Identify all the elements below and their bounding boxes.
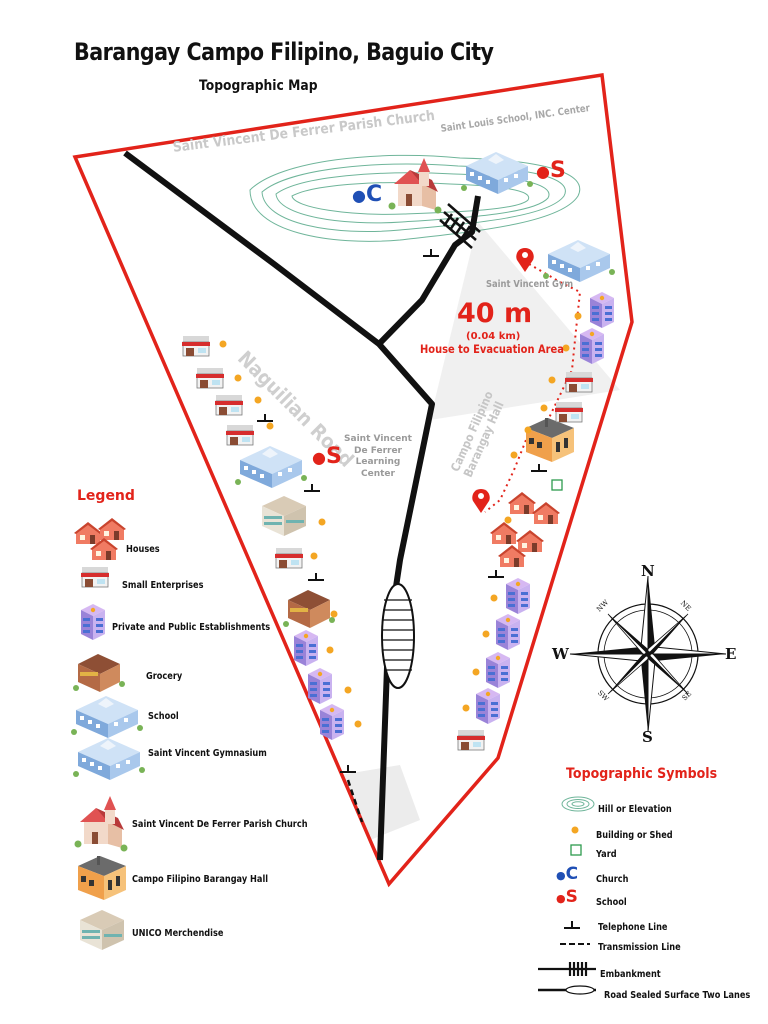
distance-km: (0.04 km) (466, 331, 521, 342)
distance-value: 40 m (457, 298, 533, 329)
road-sealed-surface (381, 583, 415, 689)
topo-item-telephone-line: Telephone Line (598, 922, 668, 933)
small-enterprise-icon (554, 401, 584, 423)
compass-west: W (552, 645, 569, 663)
topo-item-yard: Yard (596, 849, 617, 860)
topo-item-school: School (596, 897, 627, 908)
legend-title: Legend (77, 488, 135, 504)
small-enterprise-icon (181, 335, 211, 357)
topo-item-hill: Hill or Elevation (598, 804, 672, 815)
small-enterprise-icon (195, 367, 225, 389)
gym-location-pin-icon (516, 248, 534, 272)
small-enterprise-icon (456, 729, 486, 751)
topo-item-road-sealed: Road Sealed Surface Two Lanes (604, 990, 751, 1001)
learning-center-label: Saint Vincent De Ferrer Learning Center (344, 434, 412, 479)
establishment-building-icon (590, 292, 614, 328)
legend-item-small-enterprises: Small Enterprises (122, 580, 204, 591)
telephone-line-icon (256, 413, 274, 422)
legend-item-merchandise: UNICO Merchendise (132, 928, 224, 939)
telephone-line-icon (530, 463, 548, 472)
map-title: Barangay Campo Filipino, Baguio City (74, 38, 494, 66)
learning-center-building-icon (235, 446, 307, 488)
small-enterprise-icon (274, 547, 304, 569)
map-subtitle: Topographic Map (199, 78, 318, 94)
establishment-building-icon (476, 688, 500, 724)
house-icon (532, 502, 560, 524)
church-map-symbol: ●C (352, 182, 383, 207)
establishment-building-icon (506, 578, 530, 614)
topo-item-building: Building or Shed (596, 830, 673, 841)
topo-school-symbol: ●S (556, 887, 578, 907)
establishment-building-icon (580, 328, 604, 364)
topo-item-transmission-line: Transmission Line (598, 942, 681, 953)
telephone-line-icon (487, 569, 505, 578)
gym-building-icon (543, 240, 615, 282)
house-icon (516, 530, 544, 552)
telephone-line-icon (307, 572, 325, 581)
establishment-building-icon (294, 630, 318, 666)
compass-east: E (725, 645, 737, 663)
establishment-building-icon (308, 668, 332, 704)
barangay-boundary (72, 72, 634, 888)
yard-square-icon (551, 479, 563, 491)
legend-item-school: School (148, 711, 179, 722)
distance-label: House to Evacuation Area (420, 342, 564, 356)
hill-contours (249, 154, 581, 242)
compass-north: N (641, 562, 655, 580)
embankment (439, 203, 481, 249)
legend-item-barangay-hall: Campo Filipino Barangay Hall (132, 874, 269, 885)
legend-item-church: Saint Vincent De Ferrer Parish Church (132, 819, 308, 830)
topo-item-church: Church (596, 874, 629, 885)
topo-symbol-icons (538, 796, 596, 995)
establishment-building-icon (496, 614, 520, 650)
topo-symbols-title: Topographic Symbols (566, 766, 718, 782)
legend-item-houses: Houses (126, 544, 160, 555)
building-dots (219, 312, 582, 728)
establishment-building-icon (320, 704, 344, 740)
school-map-symbol: ●S (536, 158, 566, 183)
church-building-icon (388, 158, 442, 214)
grocery-building-icon (283, 590, 335, 628)
learning-center-map-symbol: ●S (312, 444, 342, 469)
transmission-line (346, 779, 364, 823)
compass-rose (569, 575, 727, 733)
house-location-pin-icon (472, 489, 490, 513)
telephone-line-icon (303, 483, 321, 492)
small-enterprise-icon (214, 394, 244, 416)
side-road (376, 195, 481, 347)
house-icon (490, 522, 518, 544)
topo-item-embankment: Embankment (600, 969, 661, 980)
establishment-building-icon (486, 652, 510, 688)
legend-item-grocery: Grocery (146, 671, 183, 682)
barangay-hall-building-icon (526, 418, 574, 462)
merchandise-building-icon (262, 496, 306, 536)
compass-south: S (642, 728, 653, 746)
evacuation-route (484, 263, 582, 513)
legend-item-gymnasium: Saint Vincent Gymnasium (148, 748, 267, 759)
house-icon (508, 492, 536, 514)
topo-church-symbol: ●C (556, 864, 579, 884)
telephone-line-icon (339, 764, 357, 773)
gym-place-label: Saint Vincent Gym (486, 279, 574, 290)
telephone-line-icon (422, 248, 440, 257)
small-enterprise-icon (564, 371, 594, 393)
terrain-shade (430, 222, 620, 420)
legend-item-establishments: Private and Public Establishments (112, 622, 271, 633)
small-enterprise-icon (225, 424, 255, 446)
